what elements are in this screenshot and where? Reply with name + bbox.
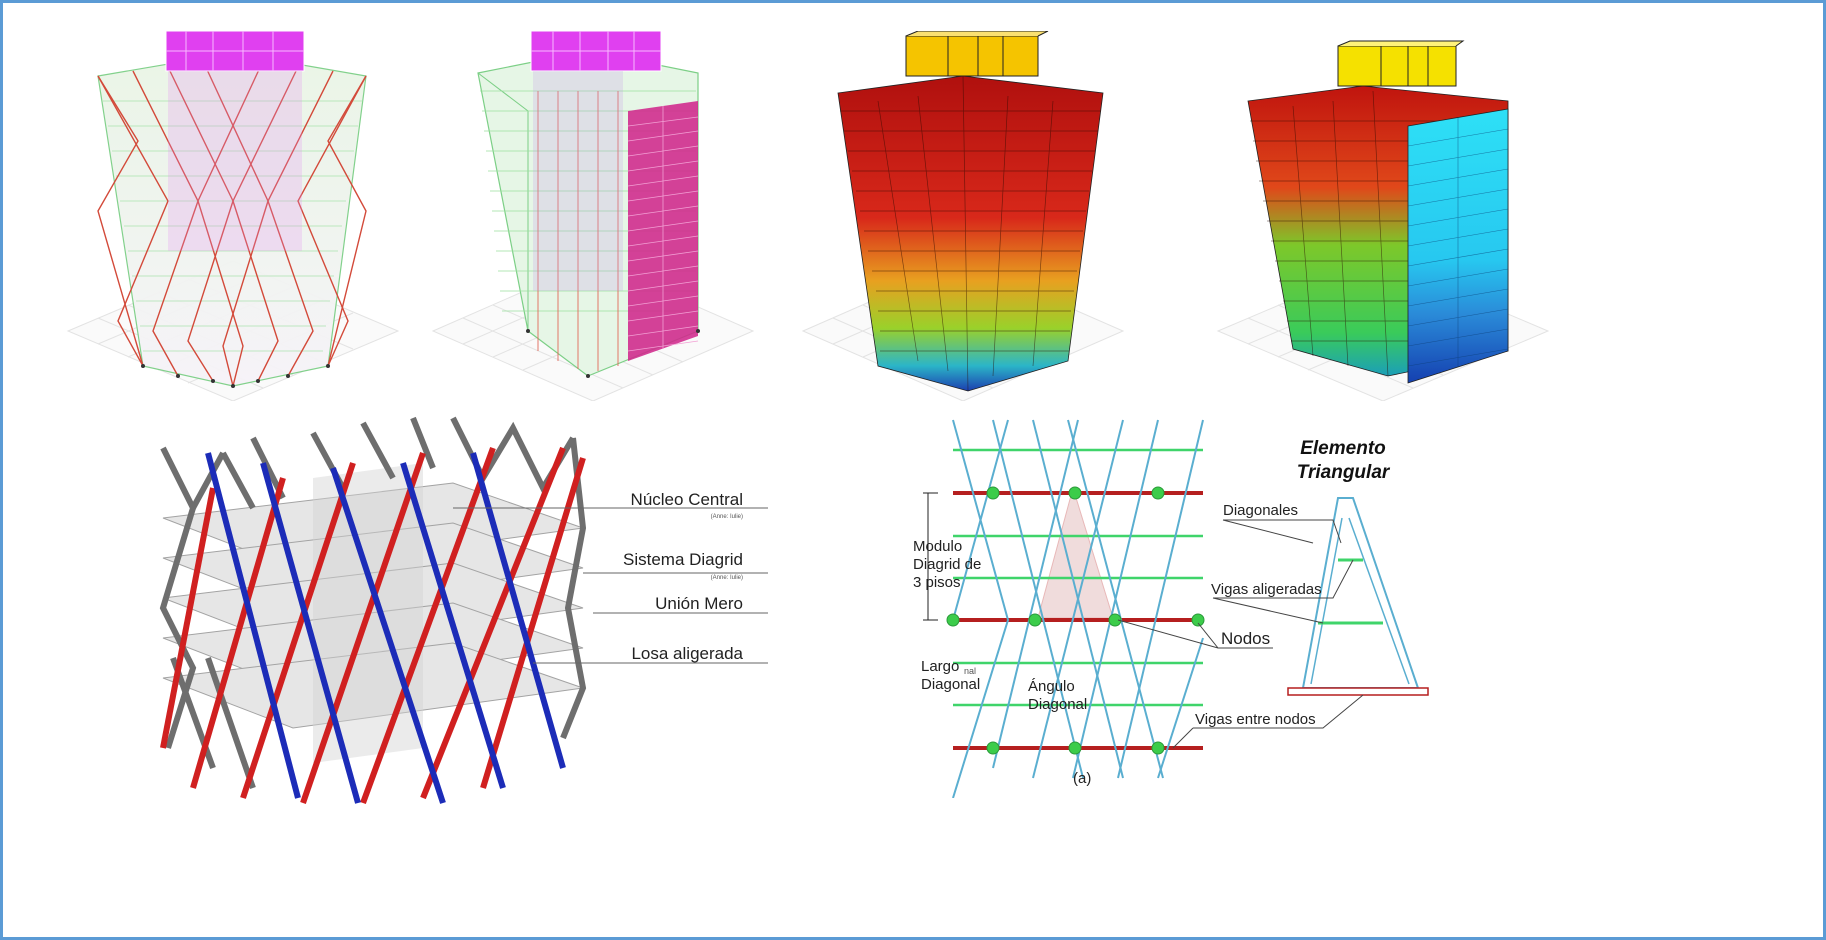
diagrid-3d-model-panel: Núcleo Central (Anne: Iulie) Sistema Dia… xyxy=(153,408,773,808)
diagonals xyxy=(952,419,1204,799)
label-nodes: Nodos xyxy=(1221,629,1270,648)
label-angle-1: Ángulo xyxy=(1028,678,1075,695)
label-slab: Losa aligerada xyxy=(631,644,743,663)
shear-wall xyxy=(627,101,699,361)
label-core: Núcleo Central xyxy=(631,490,743,509)
module-dimension xyxy=(923,492,938,621)
title-line1: Elemento xyxy=(1300,438,1386,459)
label-core-sub: (Anne: Iulie) xyxy=(711,514,743,520)
title-line2: Triangular xyxy=(1297,462,1391,483)
nodes xyxy=(946,486,1205,755)
core-block xyxy=(165,30,305,251)
caption: (a) xyxy=(1073,770,1091,787)
top-structure xyxy=(1337,40,1465,87)
label-diagrid-sub: (Anne: Iulie) xyxy=(711,575,743,581)
render-stress-contour-diagrid xyxy=(798,30,1128,402)
diagrid-diagonals xyxy=(97,60,367,387)
label-length-1: Largo xyxy=(921,658,959,675)
triangular-element xyxy=(1287,497,1429,696)
green-beams xyxy=(953,448,1203,707)
floor-lines xyxy=(1250,90,1506,377)
floor-lines xyxy=(840,75,1101,392)
shear-wall xyxy=(1407,108,1509,384)
callout-leaders xyxy=(1117,519,1364,749)
label-length-2: Diagonal xyxy=(921,676,980,693)
render-diagrid-model xyxy=(58,30,408,402)
label-joist-beams: Vigas aligeradas xyxy=(1211,581,1322,598)
label-module-3: 3 pisos xyxy=(913,574,961,591)
frame-columns xyxy=(537,91,619,371)
label-module-2: Diagrid de xyxy=(913,556,981,573)
diagrid-red xyxy=(160,446,586,805)
label-diagonals: Diagonales xyxy=(1223,502,1298,519)
leader-lines xyxy=(453,507,768,664)
label-length-sub: nal xyxy=(964,666,976,676)
label-module-1: Modulo xyxy=(913,538,962,555)
core-block xyxy=(530,30,662,291)
render-core-with-shear-wall xyxy=(428,30,758,402)
support-nodes xyxy=(141,364,330,388)
top-structure xyxy=(905,30,1049,77)
render-stress-contour-shear-wall xyxy=(1213,31,1553,402)
label-beams-between-nodes: Vigas entre nodos xyxy=(1195,711,1316,728)
diagrid-module-schematic: Modulo Diagrid de 3 pisos Largo nal Diag… xyxy=(893,408,1453,799)
label-angle-2: Diagonal xyxy=(1028,696,1087,713)
label-diagrid: Sistema Diagrid xyxy=(623,550,743,569)
label-joint: Unión Mero xyxy=(655,594,743,613)
diagrid-blue xyxy=(205,452,566,804)
